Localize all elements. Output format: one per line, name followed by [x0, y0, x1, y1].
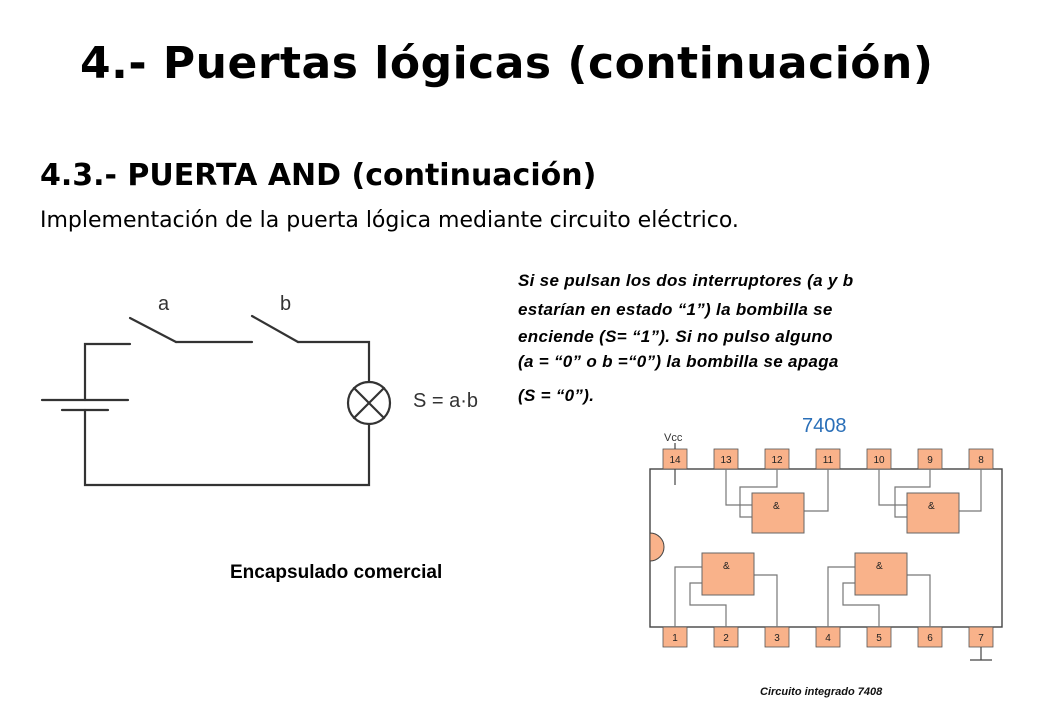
- description-line: enciende (S= “1”). Si no pulso alguno: [518, 327, 833, 346]
- circuit-wire: [296, 340, 371, 384]
- switch-b-label: b: [280, 293, 291, 315]
- pin-label: 5: [876, 633, 882, 644]
- internal-wire: [674, 566, 702, 627]
- pin-label: 13: [720, 455, 732, 466]
- pin-label: 2: [723, 633, 729, 644]
- vcc-label: Vcc: [664, 432, 683, 444]
- pin-label: 14: [669, 455, 681, 466]
- pin-label: 12: [771, 455, 783, 466]
- package-caption: Encapsulado comercial: [230, 562, 443, 583]
- internal-wire: [958, 469, 982, 512]
- internal-wire: [754, 574, 778, 627]
- gate-symbol: &: [928, 501, 935, 512]
- pin-label: 1: [672, 633, 678, 644]
- gate-symbol: &: [773, 501, 780, 512]
- internal-wire: [842, 582, 880, 627]
- pin-label: 3: [774, 633, 780, 644]
- internal-wire: [907, 574, 931, 627]
- pin-label: 11: [823, 455, 834, 466]
- lamp-icon: [352, 386, 386, 420]
- switch-a-lever: [128, 316, 178, 344]
- pin-label: 9: [927, 455, 933, 466]
- circuit-wire: [83, 342, 132, 402]
- part-number: 7408: [802, 415, 847, 437]
- internal-wire: [804, 469, 829, 512]
- switch-a-label: a: [158, 293, 170, 315]
- circuit-wire: [83, 408, 371, 487]
- internal-wire: [878, 469, 907, 506]
- and-gate: [906, 492, 960, 534]
- and-gate: [701, 552, 755, 596]
- pin-label: 7: [978, 633, 984, 644]
- internal-wire: [689, 582, 727, 627]
- pin-label: 8: [978, 455, 984, 466]
- and-gate: [854, 552, 908, 596]
- description-line: estarían en estado “1”) la bombilla se: [518, 300, 833, 319]
- internal-wire: [739, 469, 778, 518]
- gate-symbol: &: [723, 561, 730, 572]
- pin-label: 6: [927, 633, 933, 644]
- ic-7408-diagram: 7408 Vcc 14 13 12 11 10 9 8 1 2 3 4 5: [649, 415, 1003, 698]
- pin-label: 10: [873, 455, 885, 466]
- internal-wire: [894, 469, 931, 518]
- description-line: Si se pulsan los dos interruptores (a y …: [518, 271, 854, 290]
- pin-label: 4: [825, 633, 831, 644]
- chip-notch: [649, 532, 665, 562]
- chip-caption: Circuito integrado 7408: [760, 686, 883, 698]
- slide-subtitle: Implementación de la puerta lógica media…: [40, 208, 739, 233]
- output-equation: S = a·b: [413, 390, 478, 412]
- and-gate: [751, 492, 805, 534]
- gate-symbol: &: [876, 561, 883, 572]
- section-title: 4.3.- PUERTA AND (continuación): [40, 158, 597, 193]
- description-line: (S = “0”).: [518, 386, 595, 405]
- internal-wire: [725, 469, 752, 506]
- switch-b-lever: [250, 314, 300, 344]
- slide-title: 4.- Puertas lógicas (continuación): [80, 38, 934, 89]
- internal-wire: [827, 566, 855, 627]
- and-circuit-diagram: a b S = a·b: [40, 293, 478, 487]
- description-line: (a = “0” o b =“0”) la bombilla se apaga: [518, 352, 839, 371]
